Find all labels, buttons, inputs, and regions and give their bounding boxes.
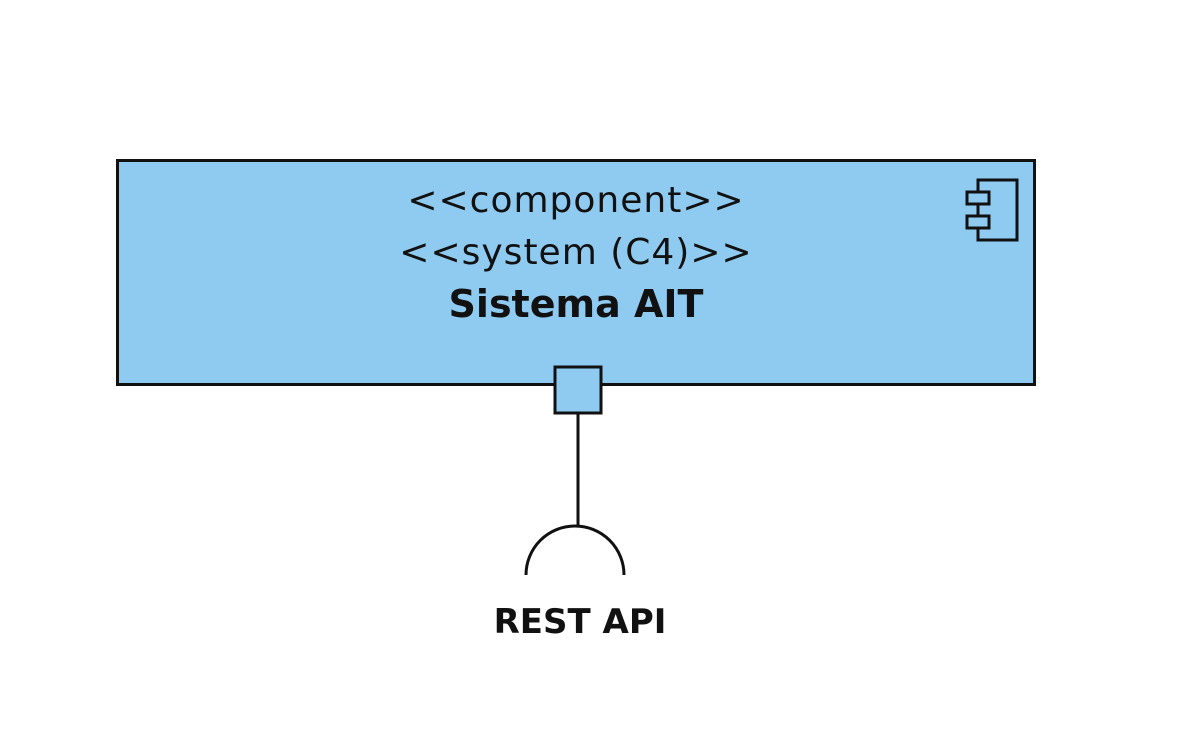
uml-component-icon <box>965 178 1019 242</box>
system-stereotype: <<system (C4)>> <box>399 232 753 273</box>
interface-label: REST API <box>493 602 667 642</box>
component-name: Sistema AIT <box>448 282 704 326</box>
component-stereotype: <<component>> <box>407 180 745 221</box>
component-sistema-ait[interactable]: <<component>> <<system (C4)>> Sistema AI… <box>116 159 1036 386</box>
interface-port[interactable] <box>553 365 603 415</box>
required-interface-socket-icon <box>524 524 626 576</box>
